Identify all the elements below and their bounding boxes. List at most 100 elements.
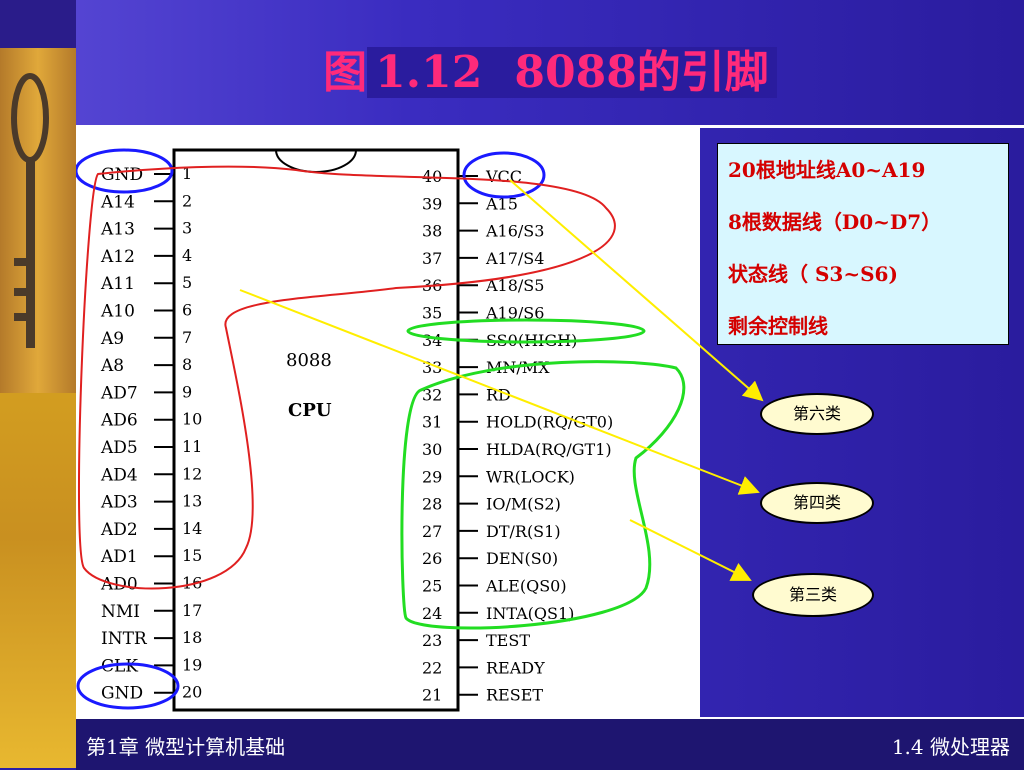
left-pin-9: AD7 9: [100, 382, 192, 403]
pin-name: AD1: [100, 547, 138, 567]
pin-name: A9: [100, 329, 124, 349]
pin-number: 38: [422, 222, 442, 241]
info-status-lines: 状态线（ S3~S6): [728, 262, 898, 286]
right-pin-22: 22 READY: [422, 658, 545, 677]
pin-number: 23: [422, 631, 442, 650]
left-pin-12: AD4 12: [100, 464, 202, 485]
chip-name: 8088: [286, 350, 332, 371]
pin-number: 4: [182, 246, 192, 265]
pin-number: 3: [182, 219, 192, 238]
left-pin-10: AD6 10: [100, 410, 202, 431]
pin-number: 12: [182, 464, 202, 483]
pin-number: 10: [182, 410, 202, 429]
pin-name: AD5: [100, 438, 138, 458]
left-pin-8: A8 8: [100, 355, 192, 376]
pin-name: NMI: [101, 602, 140, 622]
pin-name: GND: [101, 684, 143, 704]
title-rest: 8088的引脚: [490, 47, 777, 98]
pin-name: DT/R(S1): [486, 522, 561, 541]
callout-third: 第三类: [752, 573, 874, 617]
info-data-lines: 8根数据线（D0~D7）: [728, 210, 942, 234]
right-pin-21: 21 RESET: [422, 686, 543, 705]
right-pin-37: 37 A17/S4: [422, 249, 544, 268]
left-pin-17: NMI 17: [101, 601, 202, 622]
chip-label: CPU: [288, 400, 332, 421]
pin-name: RD: [486, 385, 511, 404]
pin-number: 25: [422, 577, 442, 596]
pin-number: 37: [422, 249, 442, 268]
left-pin-15: AD1 15: [100, 546, 202, 567]
right-pin-38: 38 A16/S3: [422, 222, 544, 241]
decorative-left-strip-top: [0, 0, 76, 48]
right-pin-23: 23 TEST: [422, 631, 530, 650]
pin-number: 7: [182, 328, 192, 347]
pin-number: 40: [422, 167, 442, 186]
pin-number: 29: [422, 467, 442, 486]
pin-name: CLK: [101, 656, 138, 676]
pin-number: 21: [422, 686, 442, 705]
pin-number: 19: [182, 655, 202, 674]
pin-number: 35: [422, 304, 442, 323]
key-image: [0, 48, 76, 393]
pin-number: 27: [422, 522, 442, 541]
pin-number: 14: [182, 519, 202, 538]
pin-name: A12: [100, 247, 135, 267]
header-divider: [76, 125, 1024, 128]
left-pin-7: A9 7: [100, 328, 192, 349]
right-pin-30: 30 HLDA(RQ/GT1): [422, 440, 612, 459]
callout-fourth: 第四类: [760, 482, 874, 524]
pin-number: 18: [182, 628, 202, 647]
right-pin-40: 40 VCC: [422, 167, 522, 186]
pin-number: 11: [182, 437, 202, 456]
pin-name: AD7: [100, 383, 138, 403]
gnd-highlight-bottom: [76, 662, 180, 710]
pin-name: VCC: [485, 167, 522, 186]
pin-number: 9: [182, 382, 192, 401]
gnd-highlight-top: [74, 148, 174, 194]
pin-name: A17/S4: [485, 249, 544, 268]
pin-name: A13: [100, 220, 135, 240]
title-number: 1.12: [367, 47, 491, 98]
pin-name: HLDA(RQ/GT1): [486, 440, 612, 459]
pin-number: 31: [422, 413, 442, 432]
left-pin-3: A13 3: [100, 219, 192, 240]
pin-number: 16: [182, 574, 202, 593]
pin-name: A11: [100, 274, 135, 294]
pin-name: RESET: [486, 686, 543, 705]
pin-number: 28: [422, 495, 442, 514]
vcc-highlight: [462, 151, 546, 199]
pin-number: 22: [422, 658, 442, 677]
pin-name: AD3: [100, 493, 138, 513]
pin-name: TEST: [486, 631, 530, 650]
callout-sixth: 第六类: [760, 393, 874, 435]
pin-number: 15: [182, 546, 202, 565]
pin-name: AD6: [100, 411, 138, 431]
pin-number: 26: [422, 549, 442, 568]
pin-name: READY: [486, 658, 545, 677]
pin-name: IO/M(S2): [486, 495, 561, 514]
pin-name: INTA(QS1): [486, 604, 574, 623]
pin-number: 6: [182, 301, 192, 320]
pin-number: 17: [182, 601, 202, 620]
pin-number: 39: [422, 194, 442, 213]
pin-number: 8: [182, 355, 192, 374]
pin-name: GND: [101, 165, 143, 185]
left-pin-11: AD5 11: [100, 437, 202, 458]
pin-number: 30: [422, 440, 442, 459]
pin-name: AD4: [100, 465, 138, 485]
info-control-lines: 剩余控制线: [728, 314, 828, 338]
pin-name: A8: [100, 356, 124, 376]
pin-number: 34: [422, 331, 442, 350]
pin-name: A16/S3: [485, 222, 544, 241]
info-address-lines: 20根地址线A0~A19: [728, 158, 926, 182]
title-prefix: 图: [323, 47, 368, 98]
